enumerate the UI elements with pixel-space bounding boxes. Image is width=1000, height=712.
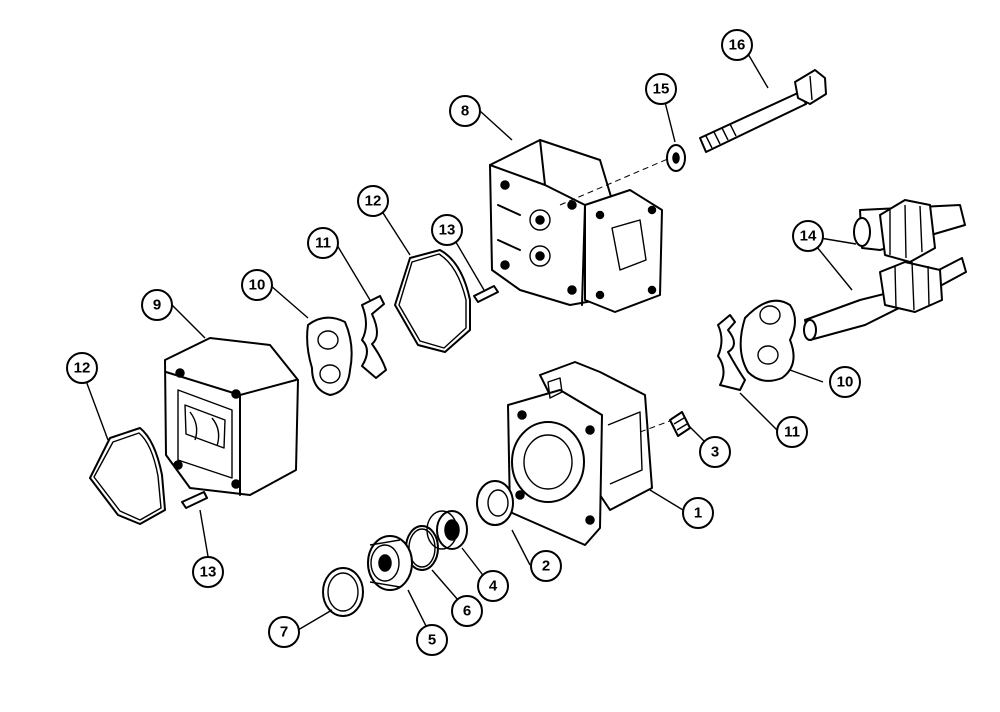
part-2-seal	[476, 480, 514, 526]
part-11-clip-left	[361, 295, 387, 379]
callout-10-right: 10	[829, 366, 861, 398]
part-11-clip-right	[717, 314, 746, 391]
part-14-gear-shafts	[803, 199, 967, 341]
callout-15-label: 15	[653, 81, 670, 98]
part-5-seal-retainer	[367, 535, 413, 591]
callout-5-label: 5	[428, 632, 436, 649]
callout-12-left: 12	[66, 352, 98, 384]
callout-5: 5	[416, 624, 448, 656]
callout-10-left: 10	[241, 269, 273, 301]
callout-12-upper-label: 12	[365, 193, 382, 210]
part-8-rear-housing	[489, 139, 663, 313]
part-12-seal-left	[89, 427, 166, 525]
callout-10-right-label: 10	[837, 374, 854, 391]
part-16-bolt	[699, 69, 827, 153]
callout-16-label: 16	[729, 37, 746, 54]
callout-11-right-label: 11	[784, 424, 800, 441]
callout-2: 2	[530, 550, 562, 582]
callout-11-right: 11	[776, 416, 808, 448]
part-10-thrust-plate-left	[306, 316, 353, 396]
callout-11-left-label: 11	[315, 235, 331, 252]
callout-3-label: 3	[711, 444, 719, 461]
callout-14: 14	[792, 220, 824, 252]
callout-4-label: 4	[489, 578, 498, 595]
callout-12-upper: 12	[357, 185, 389, 217]
part-15-washer	[666, 144, 686, 172]
part-13-dowel-pin-lower	[181, 491, 208, 509]
part-4-bearing	[426, 510, 468, 550]
part-3-plug	[669, 411, 691, 437]
callout-7: 7	[268, 616, 300, 648]
callout-1-label: 1	[694, 505, 702, 522]
part-1-main-body	[507, 361, 653, 546]
callout-1: 1	[682, 497, 714, 529]
callout-2-label: 2	[542, 558, 550, 575]
callout-14-label: 14	[800, 228, 817, 245]
part-7-snap-ring	[322, 567, 364, 617]
callout-6-label: 6	[463, 603, 471, 620]
callout-13-lower: 13	[192, 556, 224, 588]
callout-3: 3	[699, 436, 731, 468]
callout-12-left-label: 12	[74, 360, 91, 377]
callout-13-lower-label: 13	[200, 564, 217, 581]
callout-9-label: 9	[153, 297, 161, 314]
part-9-front-housing	[164, 337, 299, 496]
leader-lines	[81, 46, 857, 639]
part-13-dowel-pin-upper	[473, 285, 499, 303]
part-10-thrust-plate-right	[739, 299, 796, 382]
callout-16: 16	[721, 29, 753, 61]
callout-11-left: 11	[307, 227, 339, 259]
callout-8-label: 8	[461, 103, 469, 120]
callout-15: 15	[645, 73, 677, 105]
callout-10-left-label: 10	[249, 277, 266, 294]
part-12-seal-upper	[394, 249, 471, 353]
callout-9: 9	[141, 289, 173, 321]
callout-6: 6	[451, 595, 483, 627]
callout-8: 8	[449, 95, 481, 127]
callout-4: 4	[477, 570, 509, 602]
callout-13-upper: 13	[431, 214, 463, 246]
callout-13-upper-label: 13	[439, 222, 456, 239]
callout-7-label: 7	[280, 624, 288, 641]
